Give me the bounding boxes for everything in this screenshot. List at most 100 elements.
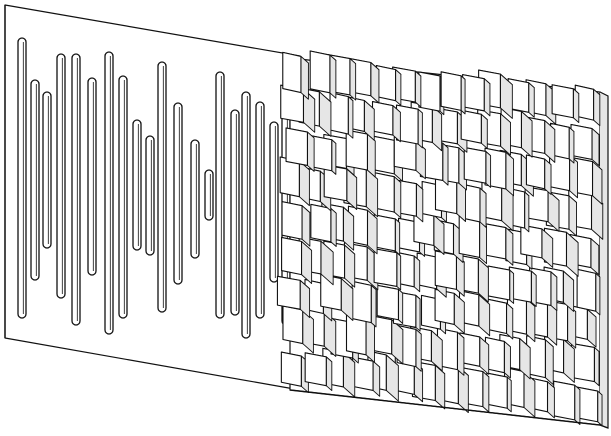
diffuser-block: [282, 51, 309, 100]
diffuser-back-plate-edge: [599, 91, 609, 429]
diffuser-block: [551, 84, 580, 124]
diffuser-block-side: [593, 347, 600, 387]
panel-slot: [255, 101, 265, 319]
diffuser-block-side: [395, 69, 402, 106]
diffuser-block-side: [550, 271, 558, 312]
slotted-absorber-panel: [4, 4, 301, 391]
panel-slot: [30, 79, 40, 281]
diffuser-block-side: [349, 58, 357, 101]
diffuser-block-side: [526, 298, 536, 343]
diffuser-block-side: [396, 252, 402, 291]
diffuser-block: [525, 154, 552, 195]
diffuser-block: [309, 50, 337, 99]
panel-slot: [190, 139, 200, 259]
diffuser-block-front: [520, 224, 543, 259]
diffuser-block-side: [572, 88, 580, 124]
diffuser-block: [487, 298, 514, 340]
diffuser-block-side: [528, 82, 535, 118]
panel-slot: [269, 121, 279, 283]
diffuser-block-side: [330, 207, 337, 247]
diffuser-block: [574, 84, 601, 127]
diffuser-block-side: [434, 364, 446, 410]
panel-slot: [71, 53, 81, 326]
diffuser-block-side: [306, 131, 315, 172]
panel-slot: [173, 102, 183, 285]
diffuser-block-side: [482, 371, 490, 413]
diffuser-block-side: [544, 158, 552, 195]
panel-slot: [132, 119, 142, 251]
diffuser-block-front: [304, 352, 327, 387]
diffuser-block-side: [415, 328, 422, 372]
diffuser-block-front: [460, 109, 482, 144]
diffuser-block-front: [281, 201, 303, 240]
diffuser-block-front: [434, 250, 457, 290]
diffuser-block-side: [595, 272, 601, 316]
diffuser-block-side: [413, 255, 421, 293]
diffuser-block: [434, 288, 465, 334]
diffuser-block: [376, 284, 404, 324]
diffuser-block: [373, 172, 402, 219]
diffuser-block-side: [457, 331, 465, 376]
diffuser-block-front: [462, 74, 485, 112]
diffuser-block: [304, 352, 333, 392]
diffuser-block-side: [568, 195, 577, 237]
diffuser-block-side: [392, 105, 401, 143]
diffuser-block-front: [376, 284, 399, 321]
diffuser-block: [483, 222, 514, 266]
diffuser-block-side: [505, 151, 515, 197]
diffuser-block-front: [351, 280, 372, 324]
diffuser-block-side: [591, 128, 600, 167]
diffuser-block: [281, 201, 311, 247]
panel-slot: [241, 91, 251, 339]
diffuser-block: [459, 332, 490, 375]
diffuser-block-side: [597, 390, 603, 427]
diffuser-block-front: [434, 288, 455, 325]
diffuser-block-front: [458, 215, 481, 258]
diffuser-block: [310, 203, 337, 247]
diffuser-block-side: [530, 270, 537, 307]
diffuser-block-side: [393, 176, 402, 219]
diffuser-block: [320, 273, 354, 321]
diffuser-block-side: [417, 108, 423, 149]
panel-slot: [157, 61, 167, 313]
diffuser-block-side: [372, 360, 381, 397]
diffuser-block: [418, 71, 445, 116]
diffuser-block-front: [571, 342, 595, 383]
diffuser-block-side: [300, 55, 309, 100]
diffuser-block-side: [394, 218, 401, 256]
panel-slot: [42, 91, 52, 249]
diffuser-block-front: [373, 135, 395, 175]
diffuser-block-front: [440, 71, 462, 111]
diffuser-block: [276, 275, 311, 319]
diffuser-block-front: [483, 222, 507, 260]
diffuser-block-side: [460, 75, 466, 115]
diffuser-block: [281, 236, 313, 284]
panel-slot: [230, 109, 240, 316]
diffuser-block-side: [506, 376, 512, 413]
diffuser-block: [486, 372, 512, 413]
diffuser-block-side: [397, 288, 404, 324]
diffuser-block: [440, 71, 466, 115]
diffuser-block-side: [480, 113, 488, 149]
block-diffuser-panel: [276, 50, 609, 429]
diffuser-block-front: [576, 268, 597, 312]
diffuser-block-side: [524, 191, 530, 233]
diffuser-block-front: [310, 203, 332, 243]
diffuser-block-side: [593, 88, 601, 127]
diffuser-block-side: [479, 187, 487, 228]
panel-slot: [118, 75, 128, 319]
panel-slot: [104, 51, 114, 335]
diffuser-block-side: [590, 238, 600, 276]
diffuser-block-side: [547, 381, 555, 419]
diffuser-block-front: [371, 101, 394, 136]
diffuser-block-front: [323, 164, 348, 202]
diffuser-block-side: [325, 356, 333, 392]
diffuser-block-front: [352, 356, 374, 391]
diffuser-block-front: [487, 265, 511, 301]
panel-slot: [17, 37, 27, 319]
diffuser-block: [553, 380, 581, 425]
diffuser-block-side: [568, 126, 575, 164]
diffuser-block: [345, 129, 376, 178]
diffuser-block-side: [567, 304, 577, 349]
